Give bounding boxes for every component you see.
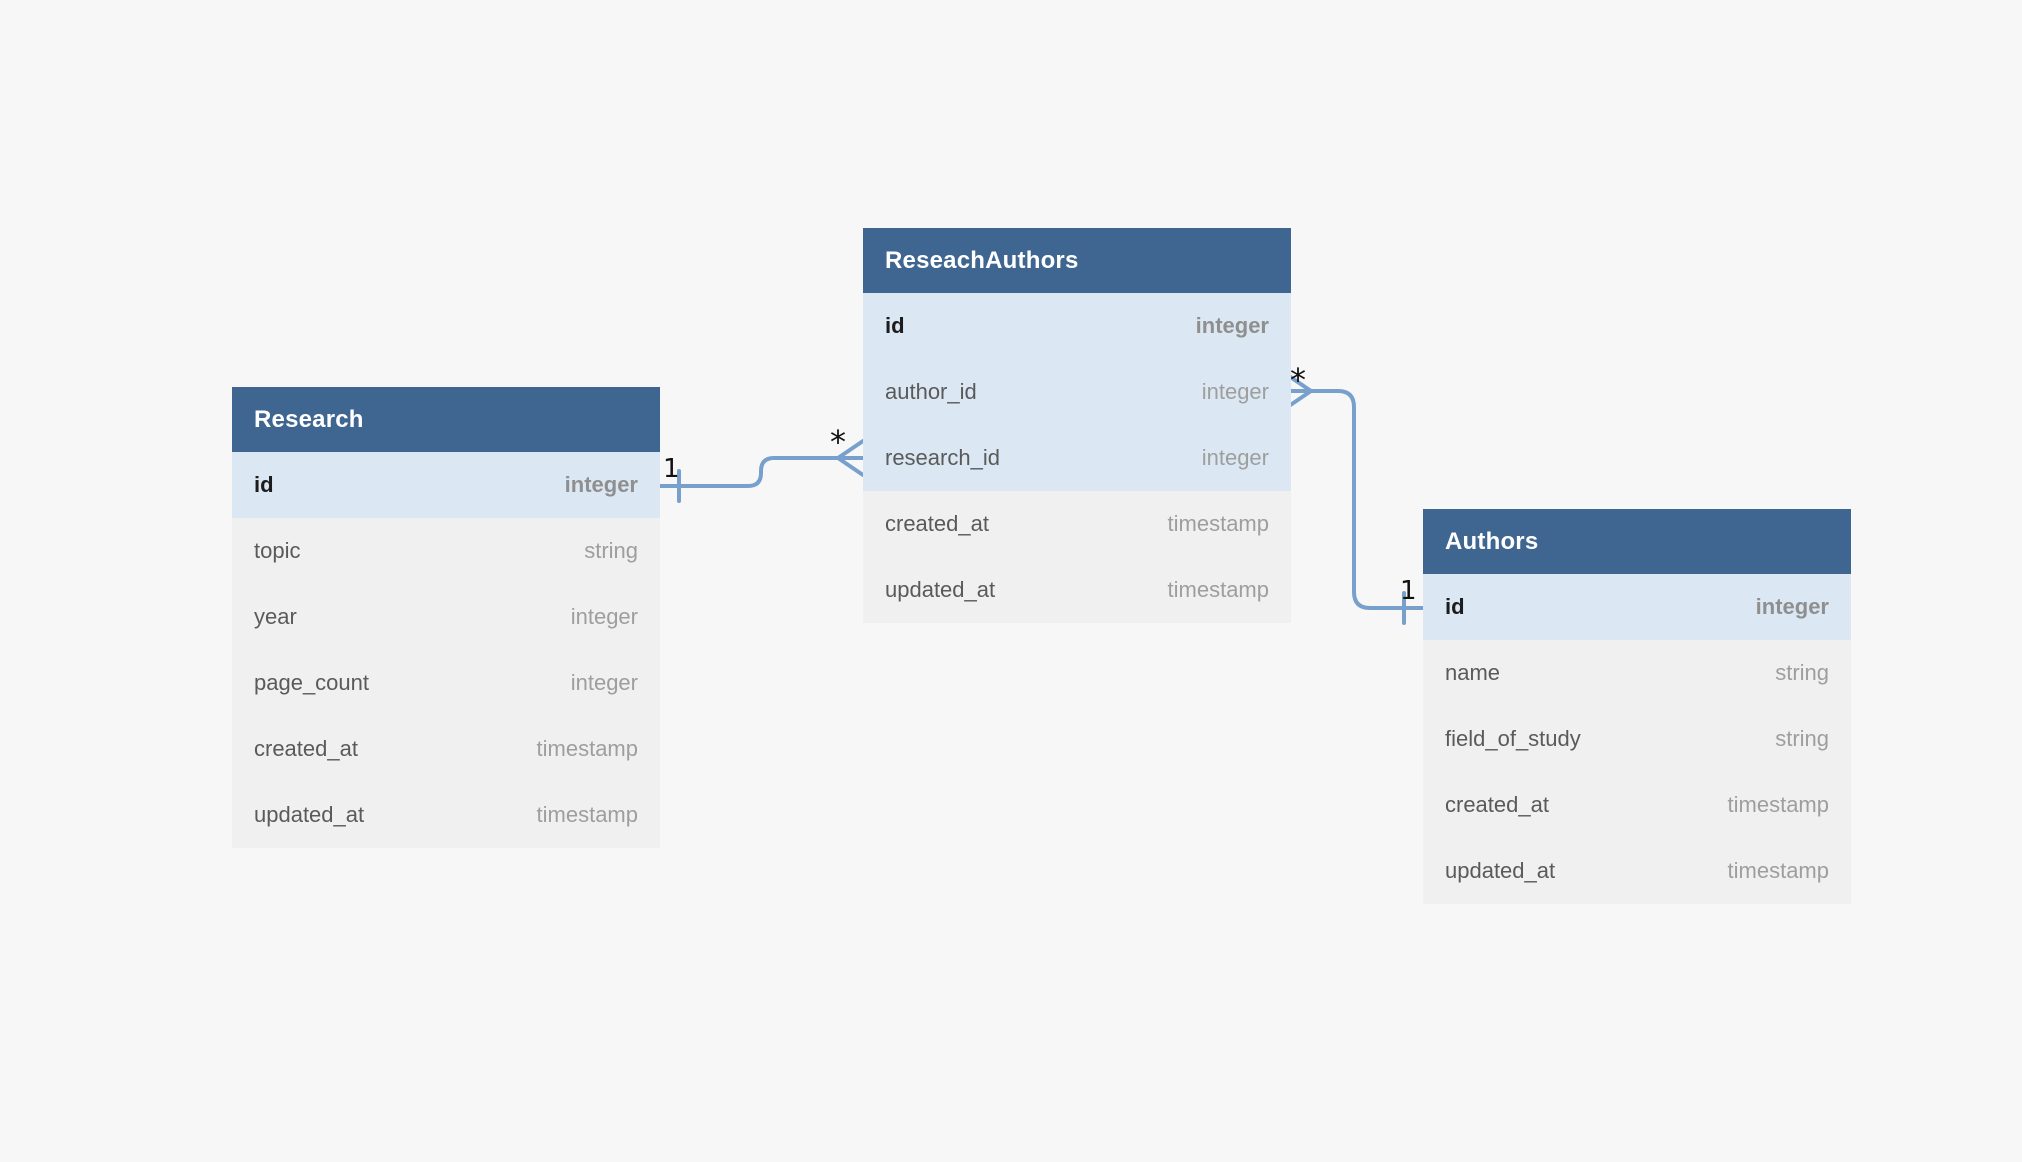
field-name: id [885,313,905,338]
table-title: ReseachAuthors [885,246,1079,274]
field-name: created_at [885,511,989,536]
table-row[interactable]: name string [1423,640,1851,706]
field-type: timestamp [536,802,638,827]
cardinality-label-one: 1 [1400,576,1417,606]
field-name: year [254,604,297,629]
field-type: string [1775,660,1829,685]
field-name: updated_at [1445,858,1556,883]
table-row[interactable]: year integer [232,584,660,650]
table-title: Research [254,405,364,433]
field-type: integer [1201,379,1269,404]
table-row[interactable]: id integer [1423,574,1851,640]
field-type: integer [564,472,638,497]
table-header[interactable]: ReseachAuthors [863,228,1291,293]
table-row[interactable]: created_at timestamp [232,716,660,782]
field-name: name [1445,660,1501,685]
table-row[interactable]: page_count integer [232,650,660,716]
table-reseachauthors[interactable]: ReseachAuthors id integer author_id inte… [863,228,1291,623]
field-type: integer [570,604,638,629]
field-type: string [1775,726,1829,751]
field-name: author_id [885,379,977,404]
table-row[interactable]: updated_at timestamp [1423,838,1851,904]
field-name: page_count [254,670,369,695]
cardinality-label-many: * [1290,361,1306,399]
field-name: updated_at [885,577,996,602]
table-authors[interactable]: Authors id integer name string field_of_… [1423,509,1851,904]
table-row[interactable]: created_at timestamp [863,491,1291,557]
table-title: Authors [1445,527,1539,555]
table-row[interactable]: updated_at timestamp [232,782,660,848]
field-type: timestamp [1167,577,1269,602]
field-name: updated_at [254,802,365,827]
field-type: integer [1201,445,1269,470]
field-type: timestamp [1727,858,1829,883]
field-name: created_at [1445,792,1549,817]
table-research[interactable]: Research id integer topic string year in… [232,387,660,848]
field-type: timestamp [536,736,638,761]
cardinality-label-one: 1 [663,454,680,484]
field-type: timestamp [1167,511,1269,536]
field-type: timestamp [1727,792,1829,817]
table-header[interactable]: Authors [1423,509,1851,574]
table-row[interactable]: created_at timestamp [1423,772,1851,838]
field-name: topic [254,538,301,563]
table-row[interactable]: updated_at timestamp [863,557,1291,623]
table-row[interactable]: id integer [232,452,660,518]
field-type: integer [1195,313,1269,338]
table-row[interactable]: field_of_study string [1423,706,1851,772]
field-name: id [254,472,274,497]
field-name: field_of_study [1445,726,1581,751]
table-row[interactable]: topic string [232,518,660,584]
field-type: integer [1755,594,1829,619]
field-type: string [584,538,638,563]
table-row[interactable]: author_id integer [863,359,1291,425]
field-name: created_at [254,736,358,761]
field-name: id [1445,594,1465,619]
field-name: research_id [885,445,1000,470]
table-row[interactable]: id integer [863,293,1291,359]
table-header[interactable]: Research [232,387,660,452]
cardinality-label-many: * [830,423,846,461]
table-row[interactable]: research_id integer [863,425,1291,491]
field-type: integer [570,670,638,695]
